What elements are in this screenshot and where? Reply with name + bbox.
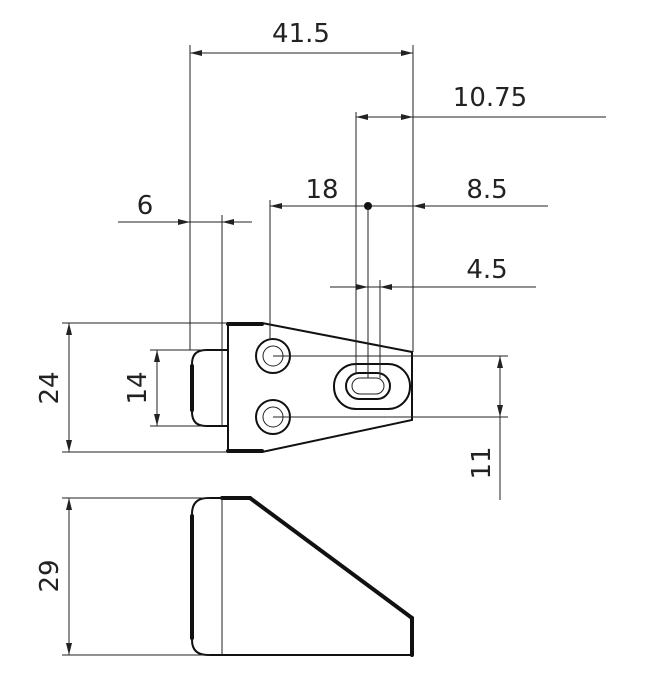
side-view [190, 496, 414, 657]
dim-label-slot-to-edge: 8.5 [466, 175, 507, 205]
dim-label-slot-width: 4.5 [466, 255, 507, 285]
dim-boss-height: 14 [123, 349, 206, 427]
dim-label-overall-width: 41.5 [272, 19, 330, 49]
dim-overall-width: 41.5 [189, 19, 414, 352]
dim-label-slot-offset: 10.75 [453, 83, 527, 113]
dim-label-side-height: 29 [35, 559, 65, 592]
dim-label-body-height: 24 [35, 371, 65, 404]
dim-slot-offset: 10.75 [355, 83, 606, 373]
slot-core [351, 377, 385, 395]
dim-body-height: 24 [35, 322, 228, 453]
dim-hole-to-slot: 18 [269, 175, 548, 378]
side-view-slope [248, 496, 414, 620]
boss-outline [191, 349, 228, 427]
dim-slot-width: 4.5 [330, 255, 536, 378]
dim-slot-to-edge: 8.5 [413, 175, 508, 209]
slot-outer [333, 363, 411, 410]
dim-label-hole-spacing: 11 [467, 446, 497, 479]
dim-label-hole-to-slot: 18 [305, 175, 338, 205]
side-view-outline [191, 497, 413, 656]
dim-label-boss-height: 14 [123, 371, 153, 404]
dim-boss-width: 6 [118, 191, 252, 350]
dim-label-boss-width: 6 [137, 191, 154, 221]
dim-hole-spacing: 11 [467, 356, 503, 500]
dim-side-height: 29 [35, 497, 210, 656]
top-view-body-outline [227, 322, 413, 453]
top-view [190, 322, 508, 453]
